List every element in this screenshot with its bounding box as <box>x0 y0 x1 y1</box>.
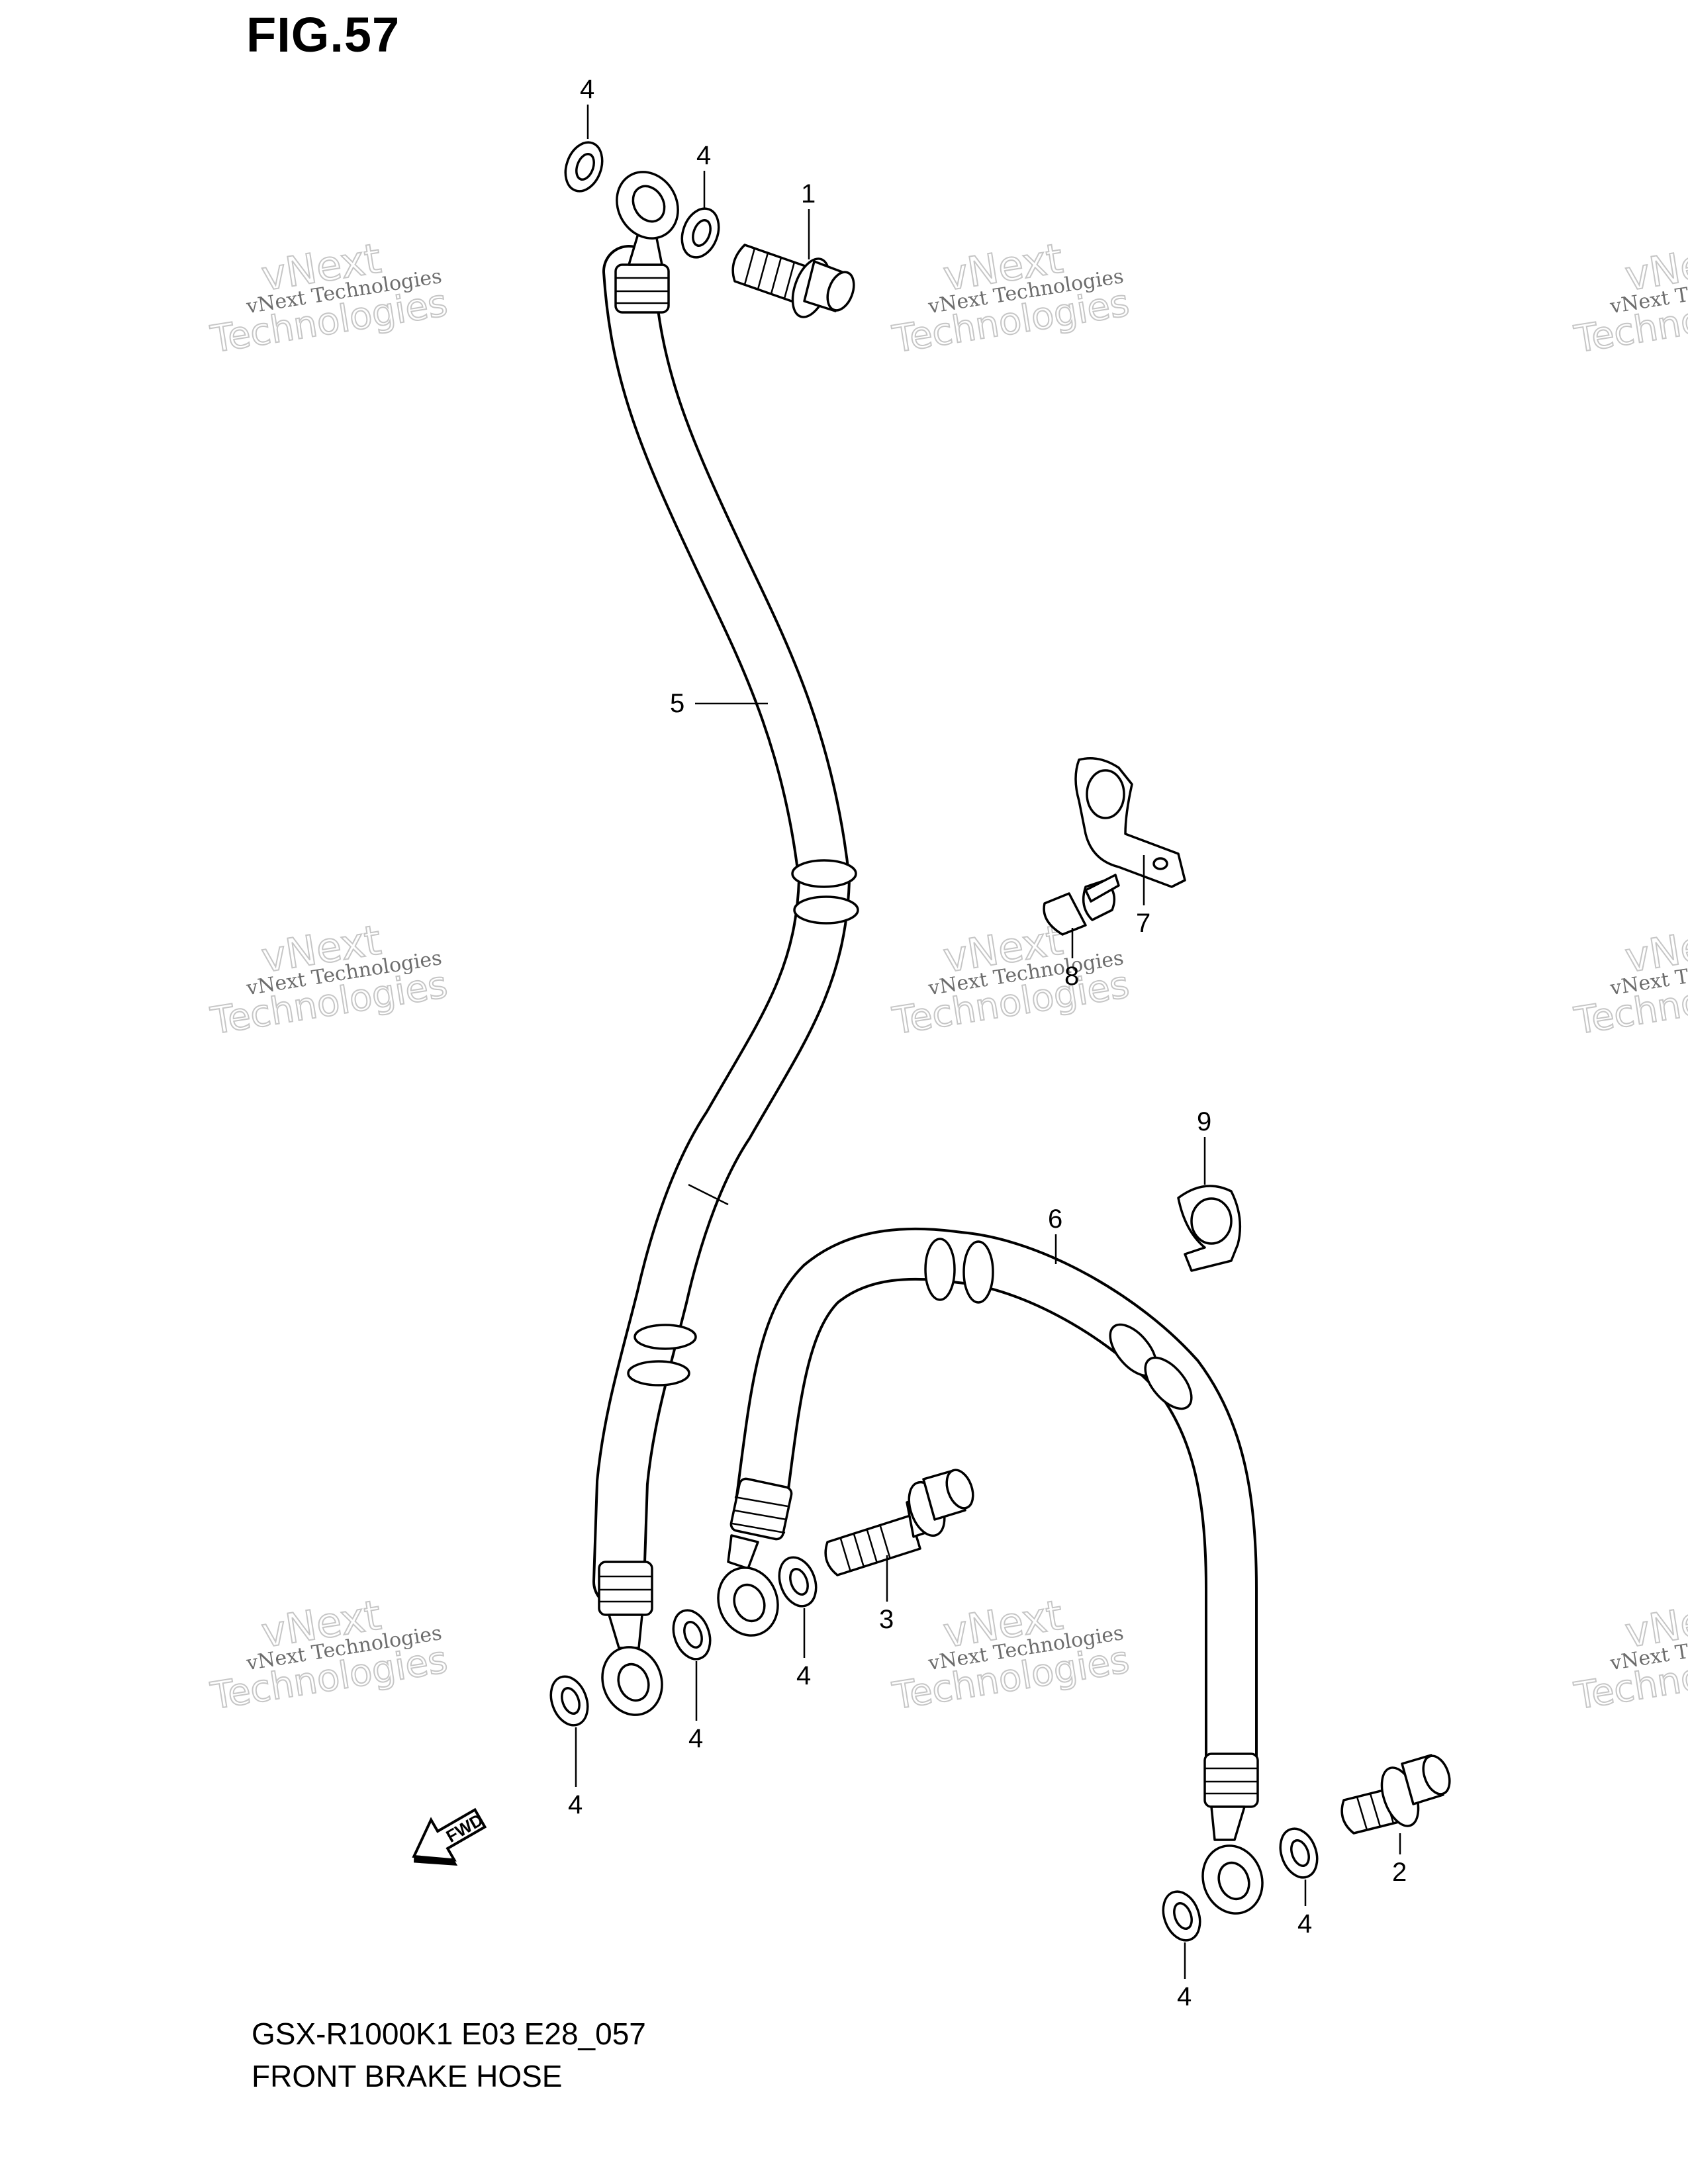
brake-hose-lower <box>717 1227 1264 1915</box>
washer <box>778 1556 818 1608</box>
diagram-name: FRONT BRAKE HOSE <box>252 2059 563 2093</box>
hose-sleeve-ring <box>791 859 857 888</box>
hose-sleeve-ring <box>633 1324 697 1350</box>
washer <box>549 1675 589 1727</box>
callout-bolt: 8 <box>1064 962 1079 991</box>
watermark: vNext Technologies vNext Technologies <box>207 1590 451 1719</box>
watermark: vNext Technologies vNext Technologies <box>207 915 451 1044</box>
union-bolt-1 <box>731 244 855 318</box>
watermark: vNext Technologies vNext Technologies <box>889 233 1133 362</box>
union-bolt-3 <box>824 1469 974 1576</box>
callout-brake-hose-upper: 5 <box>670 689 684 718</box>
hose-fitting <box>614 263 670 314</box>
callout-union-bolt: 3 <box>879 1605 894 1634</box>
hose-fitting <box>598 1561 653 1616</box>
washer <box>1162 1890 1201 1942</box>
hose-fitting-neck <box>1210 1805 1246 1841</box>
model-code: GSX-R1000K1 E03 E28_057 <box>252 2017 646 2051</box>
callout-union-bolt: 2 <box>1392 1858 1407 1887</box>
washer <box>680 207 720 259</box>
hose-sleeve-ring <box>962 1240 994 1304</box>
hose-sleeve-ring <box>924 1238 956 1301</box>
callout-numbers: 4 4 1 5 7 8 9 6 3 4 4 4 2 4 4 <box>568 75 1407 2011</box>
callout-washer: 4 <box>568 1790 583 1819</box>
figure-title: FIG.57 <box>246 7 400 62</box>
callout-union-bolt: 1 <box>801 179 816 208</box>
watermark: vNext Technologies vNext Technologies <box>889 1590 1133 1719</box>
leader-lines <box>575 105 1401 1979</box>
watermark: vNext Technologies vNext Technologies <box>889 915 1133 1044</box>
watermark: vNext Technologies vNext Technologies <box>207 233 451 362</box>
watermark: vNext Technologies vNext Technologies <box>1571 915 1688 1044</box>
hose-fitting <box>1203 1752 1259 1808</box>
callout-clamp: 7 <box>1136 909 1150 938</box>
hose-clamp-9 <box>1177 1185 1242 1272</box>
hose-sleeve-ring <box>1144 1356 1193 1410</box>
bolt-8 <box>1043 874 1120 936</box>
watermark: vNext Technologies vNext Technologies <box>1571 1590 1688 1719</box>
hose-sleeve-ring <box>793 895 859 925</box>
callout-clamp: 9 <box>1197 1107 1211 1136</box>
washers <box>549 141 1319 1942</box>
washer <box>1279 1827 1319 1879</box>
forward-direction-arrow: FWD <box>412 1807 487 1866</box>
hose-fitting-neck <box>727 1534 759 1570</box>
union-bolt-2 <box>1340 1754 1451 1835</box>
washer <box>672 1609 712 1661</box>
callout-washer: 4 <box>1297 1909 1312 1938</box>
washer <box>564 141 604 193</box>
callout-washer: 4 <box>1177 1982 1192 2011</box>
callout-washer: 4 <box>580 75 594 104</box>
hose-clamp-7 <box>1074 757 1186 888</box>
callout-washer: 4 <box>696 141 711 170</box>
brake-hose-upper <box>592 171 859 1716</box>
hose-sleeve-ring <box>627 1360 690 1387</box>
callout-washer: 4 <box>688 1724 703 1753</box>
callout-brake-hose-lower: 6 <box>1048 1205 1062 1234</box>
hose-fitting <box>729 1477 793 1541</box>
callout-washer: 4 <box>796 1661 811 1690</box>
watermark: vNext Technologies vNext Technologies <box>1571 233 1688 362</box>
hose-fitting-neck <box>608 1614 643 1649</box>
